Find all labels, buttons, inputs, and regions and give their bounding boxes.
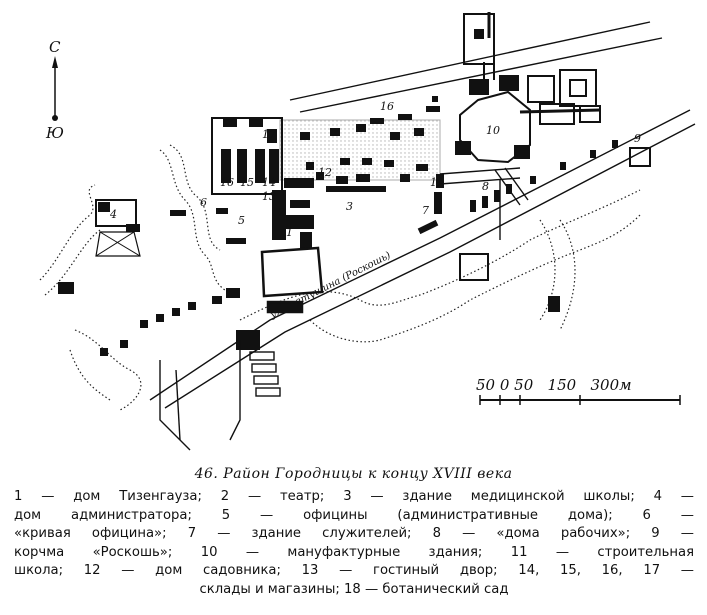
map-label-8: 8 <box>482 180 489 193</box>
map-label-3: 3 <box>346 200 353 213</box>
side-roads <box>439 167 529 240</box>
map-label-14: 14 <box>262 176 276 189</box>
legend-line: корчма «Роскошь»; 10 — мануфактурные зда… <box>14 544 694 560</box>
map-label-12: 12 <box>318 166 332 179</box>
compass-south-label: Ю <box>45 124 64 142</box>
map-label-17: 17 <box>262 128 276 141</box>
palace-court <box>260 246 324 314</box>
main-street <box>149 109 696 409</box>
map-label-16a: 16 <box>220 176 234 189</box>
map-legend: 1 — дом Тизенгауза; 2 — театр; 3 — здани… <box>14 488 694 599</box>
figure-caption: 46. Район Городницы к концу XVIII века <box>194 466 513 482</box>
map-label-10: 10 <box>486 124 500 137</box>
bottom-house-row <box>159 340 281 451</box>
warehouse-blocks <box>211 117 283 195</box>
legend-line: школа; 12 — дом садовника; 13 — гостиный… <box>14 563 694 578</box>
worker-houses <box>417 140 651 235</box>
map-label-16b: 16 <box>380 100 394 113</box>
medical-school-and-rows <box>300 96 440 192</box>
map-numbers: 1 2 3 4 5 6 7 8 9 10 11 12 13 14 15 16 1… <box>109 100 641 239</box>
workshop-blocks <box>519 69 601 125</box>
scale-bar-label: 50 0 50 150 300м <box>476 376 632 394</box>
map-label-6: 6 <box>200 196 207 209</box>
misc-buildings <box>58 208 560 356</box>
legend-line: дом администратора; 5 — официны (админис… <box>14 507 694 523</box>
legend-line: «кривая официна»; 7 — здание служителей;… <box>14 526 694 541</box>
map-label-5: 5 <box>238 214 245 227</box>
manufactory-complex <box>455 12 531 164</box>
map-label-2: 2 <box>277 206 285 219</box>
map-label-15: 15 <box>240 176 254 189</box>
dotted-boundaries <box>39 144 641 411</box>
map-label-9: 9 <box>634 132 641 145</box>
scale-bar: 50 0 50 150 300м <box>476 376 681 405</box>
map-label-7: 7 <box>422 204 429 217</box>
compass-north-label: С <box>49 38 61 56</box>
map-label-1: 1 <box>286 226 293 239</box>
city-plan-map: С Ю ул Агетушина (Роскошь) <box>39 12 696 451</box>
administrator-house <box>95 199 141 257</box>
legend-line: склады и магазины; 18 — ботанический сад <box>199 581 509 597</box>
map-label-4: 4 <box>109 208 117 221</box>
map-label-11: 11 <box>430 176 444 189</box>
legend-line: 1 — дом Тизенгауза; 2 — театр; 3 — здани… <box>14 489 694 504</box>
map-label-13: 13 <box>262 190 276 203</box>
theater-and-house <box>272 178 314 248</box>
north-road <box>289 21 663 113</box>
compass: С Ю <box>45 38 64 142</box>
